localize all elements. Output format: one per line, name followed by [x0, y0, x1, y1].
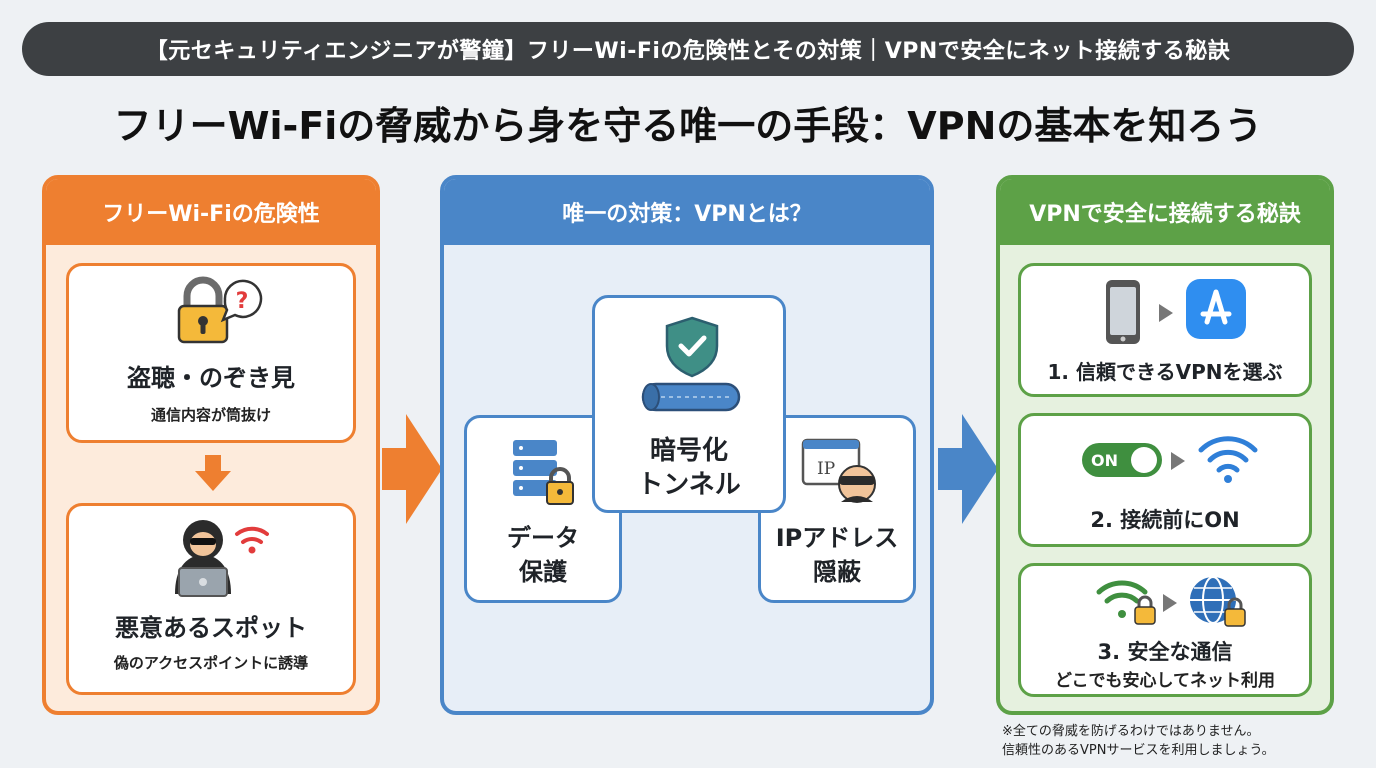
toggle-on-icon: ON [1081, 442, 1163, 478]
tunnel-line2: トンネル [637, 470, 741, 500]
step-3-label: 3. 安全な通信 [1097, 640, 1233, 664]
triangle-right-icon [1163, 594, 1177, 612]
step-2-card: ON 2. 接続前にON [1018, 413, 1312, 547]
hacker-wifi-icon [165, 514, 269, 598]
wifi-lock-icon [1095, 576, 1157, 626]
disclaimer-note: ※全ての脅威を防げるわけではありません。 信頼性のあるVPNサービスを利用しまし… [1002, 722, 1372, 760]
step-1-label: 1. 信頼できるVPNを選ぶ [1047, 360, 1283, 384]
encrypted-tunnel-card: 暗号化 トンネル [592, 295, 786, 513]
svg-text:?: ? [236, 289, 249, 314]
ip-text: IP [817, 459, 835, 479]
server-lock-icon [509, 438, 581, 508]
step-3-subtitle: どこでも安心してネット利用 [1055, 671, 1275, 691]
step-3-card: 3. 安全な通信 どこでも安心してネット利用 [1018, 563, 1312, 697]
malicious-spot-card: 悪意あるスポット 偽のアクセスポイントに誘導 [66, 503, 356, 695]
note-line-1: ※全ての脅威を防げるわけではありません。 [1002, 724, 1260, 739]
smartphone-icon [1103, 278, 1143, 346]
main-title: フリーWi-Fiの脅威から身を守る唯一の手段：VPNの基本を知ろう [113, 104, 1263, 148]
step-1-card: 1. 信頼できるVPNを選ぶ [1018, 263, 1312, 397]
app-store-icon [1185, 278, 1247, 340]
padlock-question-icon: ? [173, 274, 263, 346]
data-protection-line1: データ [507, 524, 579, 552]
malicious-spot-subtitle: 偽のアクセスポイントに誘導 [113, 654, 309, 672]
ip-hide-line1: IPアドレス [775, 524, 899, 552]
danger-panel: フリーWi-Fiの危険性 ? 盗聴・のぞき見 通信内容が筒抜け [42, 175, 380, 715]
shield-tunnel-icon [637, 314, 747, 414]
vpn-panel-header: 唯一の対策：VPNとは？ [444, 179, 930, 245]
vpn-panel: 唯一の対策：VPNとは？ データ 保護 [440, 175, 934, 715]
malicious-spot-title: 悪意あるスポット [115, 614, 307, 642]
eavesdrop-card: ? 盗聴・のぞき見 通信内容が筒抜け [66, 263, 356, 443]
right-arrow-icon [382, 414, 442, 524]
tips-panel: VPNで安全に接続する秘訣 1. 信頼できるVPNを選ぶ [996, 175, 1334, 715]
globe-lock-icon [1187, 574, 1247, 628]
triangle-right-icon [1159, 304, 1173, 322]
danger-panel-header: フリーWi-Fiの危険性 [46, 179, 376, 245]
ip-masked-icon: IP [801, 438, 879, 508]
ip-hide-line2: 隠蔽 [813, 558, 861, 586]
eavesdrop-subtitle: 通信内容が筒抜け [150, 406, 271, 424]
right-arrow-icon [938, 414, 998, 524]
wifi-icon [1197, 430, 1259, 486]
data-protection-line2: 保護 [519, 558, 567, 586]
step-2-label: 2. 接続前にON [1090, 508, 1240, 532]
tips-panel-header: VPNで安全に接続する秘訣 [1000, 179, 1330, 245]
down-arrow-icon [193, 453, 233, 493]
eavesdrop-title: 盗聴・のぞき見 [127, 364, 295, 392]
triangle-right-icon [1171, 452, 1185, 470]
tunnel-line1: 暗号化 [649, 436, 728, 466]
toggle-on-label: ON [1091, 451, 1118, 470]
note-line-2: 信頼性のあるVPNサービスを利用しましょう。 [1002, 743, 1275, 758]
top-banner: 【元セキュリティエンジニアが警鐘】フリーWi-Fiの危険性とその対策｜VPNで安… [22, 22, 1354, 76]
